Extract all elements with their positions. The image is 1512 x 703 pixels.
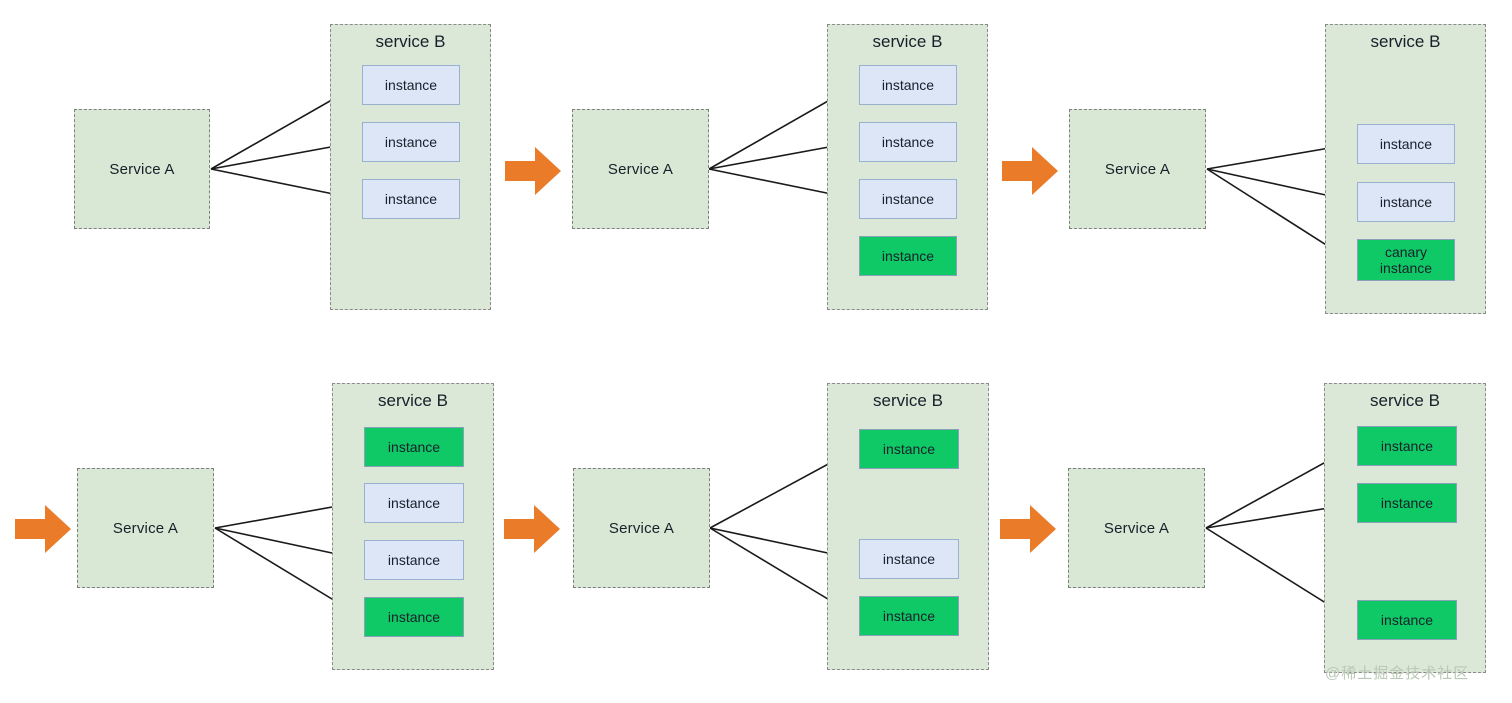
- instance-box[interactable]: instance: [362, 122, 460, 162]
- instance-label: instance: [1380, 495, 1434, 511]
- instance-label: instance: [881, 191, 935, 207]
- step-arrow-2-to-3: [1001, 145, 1059, 197]
- service-a-label: Service A: [109, 160, 175, 178]
- step-arrow-3-to-4: [14, 503, 72, 555]
- step-arrow-4-to-5: [503, 503, 561, 555]
- step-arrow-5-to-6: [999, 503, 1057, 555]
- service-b-title: service B: [375, 32, 446, 51]
- instance-label: instance: [881, 134, 935, 150]
- step-arrow-1-to-2: [504, 145, 562, 197]
- instance-box[interactable]: instance: [364, 483, 464, 523]
- service-a-label: Service A: [608, 519, 675, 537]
- instance-box-new[interactable]: instance: [859, 236, 957, 276]
- service-a-box-step-5[interactable]: Service A: [573, 468, 710, 588]
- instance-label: instance: [881, 248, 935, 264]
- instance-label: instance: [882, 551, 936, 567]
- instance-box[interactable]: instance: [1357, 483, 1457, 523]
- instance-box[interactable]: instance: [859, 429, 959, 469]
- instance-label: instance: [1379, 194, 1433, 210]
- instance-box[interactable]: instance: [364, 540, 464, 580]
- instance-label: instance: [882, 608, 936, 624]
- instance-label: instance: [384, 77, 438, 93]
- instance-label: instance: [882, 441, 936, 457]
- instance-label: instance: [387, 609, 441, 625]
- instance-label: instance: [1380, 438, 1434, 454]
- instance-box[interactable]: instance: [364, 427, 464, 467]
- service-a-label: Service A: [1103, 519, 1170, 537]
- canary-instance-label-line2: instance: [1379, 260, 1433, 276]
- service-b-title: service B: [1370, 32, 1441, 51]
- service-b-title: service B: [378, 391, 448, 410]
- instance-label: instance: [1379, 136, 1433, 152]
- instance-box[interactable]: instance: [1357, 426, 1457, 466]
- instance-box[interactable]: instance: [364, 597, 464, 637]
- instance-label: instance: [387, 495, 441, 511]
- instance-label: instance: [384, 191, 438, 207]
- instance-label: instance: [881, 77, 935, 93]
- service-a-box-step-1[interactable]: Service A: [74, 109, 210, 229]
- instance-label: instance: [384, 134, 438, 150]
- canary-instance-label-line1: canary: [1384, 244, 1428, 260]
- instance-label: instance: [1380, 612, 1434, 628]
- service-b-title: service B: [872, 32, 943, 51]
- service-a-box-step-4[interactable]: Service A: [77, 468, 214, 588]
- instance-box[interactable]: instance: [362, 179, 460, 219]
- service-b-title: service B: [873, 391, 943, 410]
- instance-box[interactable]: instance: [1357, 182, 1455, 222]
- service-a-box-step-6[interactable]: Service A: [1068, 468, 1205, 588]
- canary-instance-box[interactable]: canary instance: [1357, 239, 1455, 281]
- instance-label: instance: [387, 439, 441, 455]
- instance-box[interactable]: instance: [1357, 124, 1455, 164]
- instance-box[interactable]: instance: [1357, 600, 1457, 640]
- service-a-label: Service A: [112, 519, 179, 537]
- service-a-box-step-3[interactable]: Service A: [1069, 109, 1206, 229]
- service-a-label: Service A: [607, 160, 674, 178]
- instance-box[interactable]: instance: [859, 65, 957, 105]
- instance-box[interactable]: instance: [859, 539, 959, 579]
- instance-box[interactable]: instance: [859, 596, 959, 636]
- instance-box[interactable]: instance: [859, 179, 957, 219]
- instance-box[interactable]: instance: [362, 65, 460, 105]
- watermark: @稀土掘金技术社区: [1325, 665, 1470, 682]
- service-b-title: service B: [1370, 391, 1440, 410]
- service-a-label: Service A: [1104, 160, 1171, 178]
- instance-label: instance: [387, 552, 441, 568]
- instance-box[interactable]: instance: [859, 122, 957, 162]
- service-a-box-step-2[interactable]: Service A: [572, 109, 709, 229]
